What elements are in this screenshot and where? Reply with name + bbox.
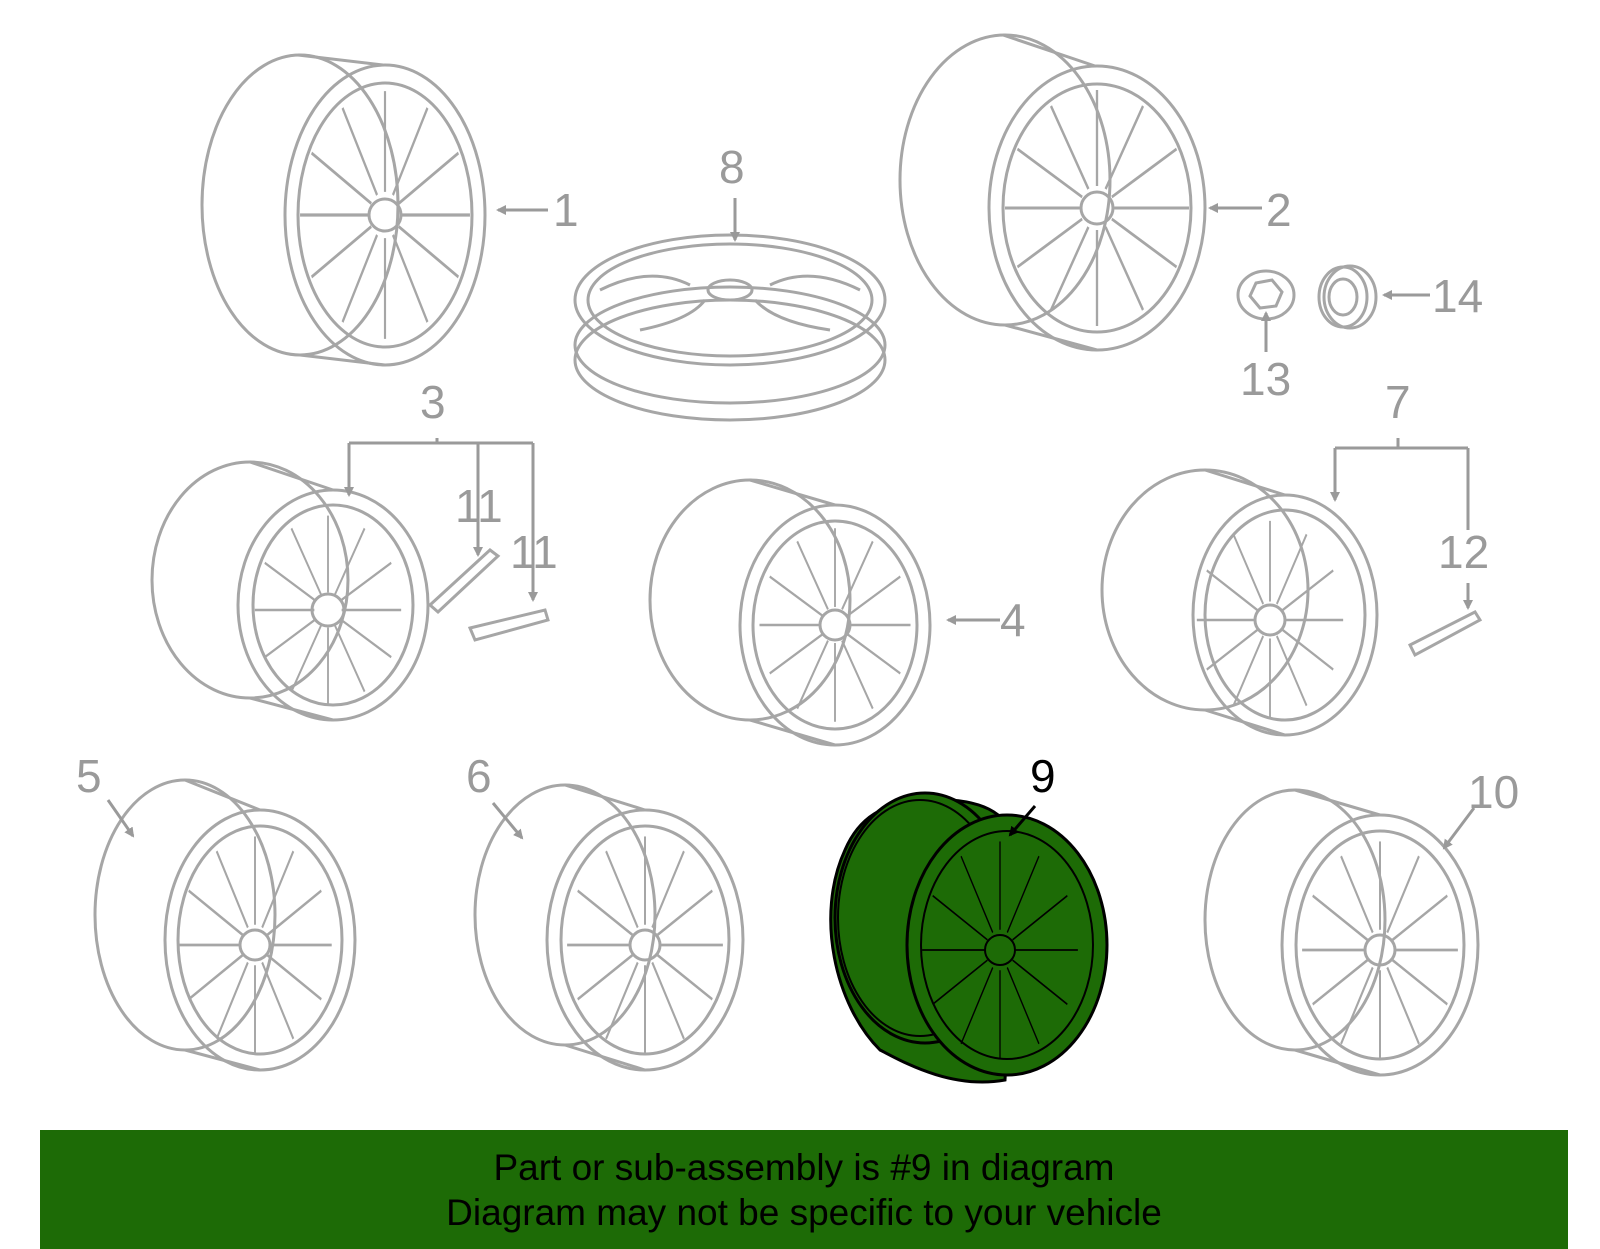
callout-13: 13 <box>1240 353 1291 405</box>
banner-line-part: Part or sub-assembly is #9 in diagram <box>493 1146 1115 1188</box>
callout-9: 9 <box>1030 750 1056 802</box>
callout-14: 14 <box>1432 270 1483 322</box>
callout-11b: 11 <box>510 526 558 578</box>
wheel-4[interactable] <box>648 478 932 747</box>
wheel-8-spare[interactable] <box>573 233 887 422</box>
callout-7: 7 <box>1385 376 1411 428</box>
info-banner: Part or sub-assembly is #9 in diagram Di… <box>40 1130 1568 1249</box>
callout-6: 6 <box>466 750 492 802</box>
callout-5: 5 <box>76 750 102 802</box>
wheel-1[interactable] <box>200 53 487 367</box>
callout-11a: 11 <box>455 480 503 532</box>
callout-12: 12 <box>1438 526 1489 578</box>
wheel-3[interactable] <box>150 460 550 722</box>
wheel-7[interactable] <box>1100 468 1483 737</box>
wheel-2[interactable] <box>898 33 1207 352</box>
wheel-6[interactable] <box>473 783 745 1072</box>
lug-nut-13[interactable] <box>1236 269 1296 321</box>
leader-lines <box>106 198 1476 850</box>
callout-3: 3 <box>420 376 446 428</box>
wheel-10[interactable] <box>1203 788 1480 1077</box>
center-cap-14[interactable] <box>1317 264 1378 330</box>
parts-diagram: 1 2 3 4 5 6 7 8 9 10 11 11 12 13 14 <box>76 33 1519 1084</box>
wheel-9-highlighted[interactable] <box>829 791 1109 1084</box>
wheel-5[interactable] <box>93 778 357 1072</box>
callout-10: 10 <box>1468 766 1519 818</box>
banner-line-disclaimer: Diagram may not be specific to your vehi… <box>446 1191 1162 1233</box>
callout-4: 4 <box>1000 594 1026 646</box>
callout-8: 8 <box>719 141 745 193</box>
callout-2: 2 <box>1266 184 1292 236</box>
callout-1: 1 <box>553 184 579 236</box>
